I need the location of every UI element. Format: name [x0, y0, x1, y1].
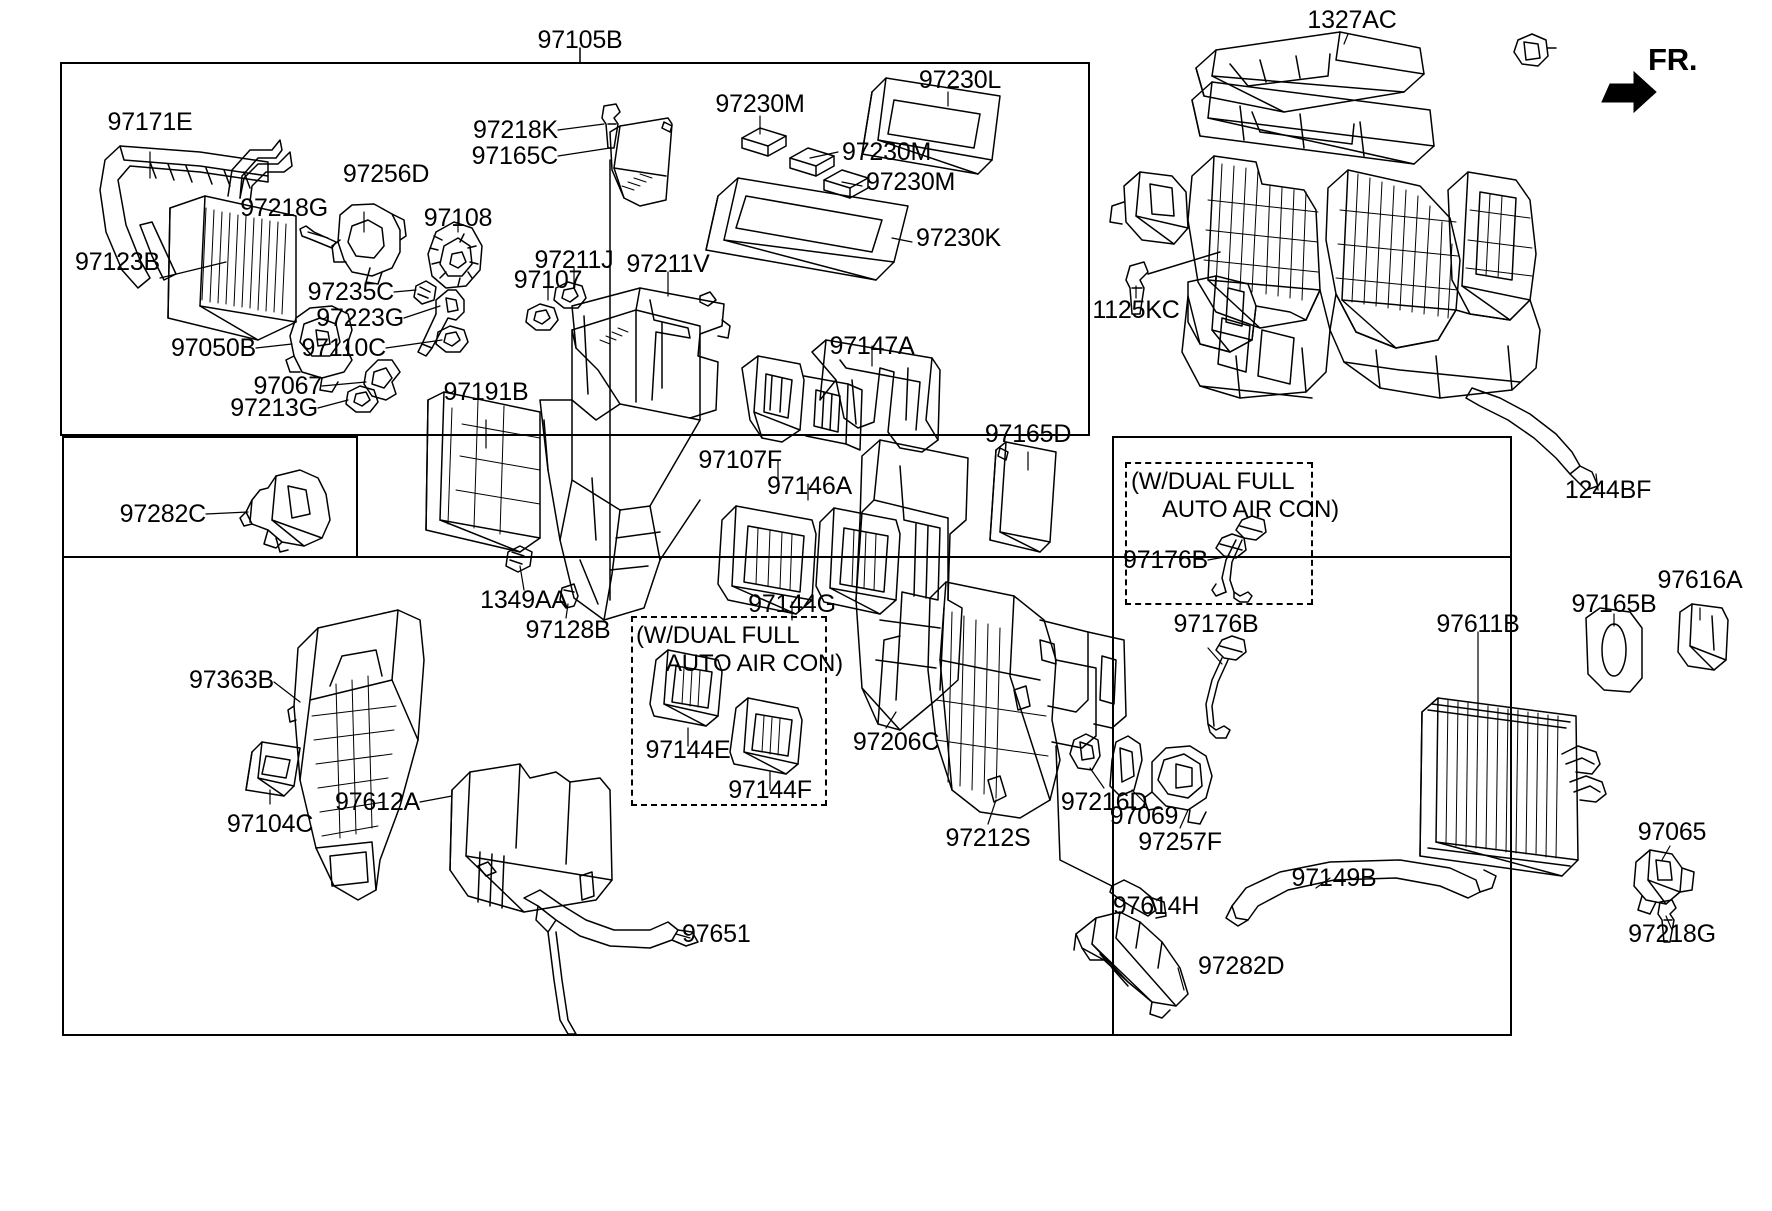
label-97230K: 97230K	[916, 224, 1001, 252]
label-1349AA: 1349AA	[480, 586, 568, 614]
label-97123B: 97123B	[75, 248, 160, 276]
label-97256D: 97256D	[342, 160, 430, 188]
orientation-label-fr: FR.	[1648, 42, 1698, 77]
label-97108: 97108	[423, 204, 493, 232]
label-97230L: 97230L	[918, 66, 1002, 94]
label-97165D: 97165D	[984, 420, 1072, 448]
label-97614H: 97614H	[1112, 892, 1200, 920]
label-97651: 97651	[682, 920, 751, 948]
label-97218G-bottom: 97218G	[1628, 920, 1716, 948]
dual-ac-note-center-line2: AUTO AIR CON)	[666, 650, 843, 677]
label-97104C: 97104C	[226, 810, 314, 838]
label-97363B: 97363B	[189, 666, 274, 694]
label-97128B: 97128B	[525, 616, 611, 644]
label-97110C: 97110C	[301, 334, 386, 362]
label-97191B: 97191B	[443, 378, 529, 406]
label-97050B: 97050B	[171, 334, 256, 362]
label-97218G-top: 97218G	[240, 194, 328, 222]
label-97067: 97067	[253, 372, 322, 400]
label-97065: 97065	[1637, 818, 1707, 846]
label-97176B-free: 97176B	[1173, 610, 1259, 638]
group-frame-right-lower	[1112, 436, 1512, 1036]
dual-ac-note-right-line2: AUTO AIR CON)	[1162, 496, 1339, 523]
label-97612A: 97612A	[335, 788, 420, 816]
label-97165B: 97165B	[1571, 590, 1657, 618]
label-1125KC: 1125KC	[1092, 296, 1180, 324]
label-97211V: 97211V	[626, 250, 710, 278]
label-97149B: 97149B	[1291, 864, 1377, 892]
label-97144G: 97144G	[748, 590, 836, 618]
label-1244BF: 1244BF	[1564, 476, 1652, 504]
label-97213G: 97213G	[230, 394, 318, 422]
label-97165C: 97165C	[471, 142, 559, 170]
label-97107F: 97107F	[698, 446, 782, 474]
label-97206C: 97206C	[852, 728, 940, 756]
label-97107: 97107	[513, 266, 583, 294]
label-97257F: 97257F	[1138, 828, 1222, 856]
label-97611B: 97611B	[1436, 610, 1520, 638]
label-1327AC: 1327AC	[1307, 6, 1397, 34]
label-97230M-b: 97230M	[842, 138, 932, 166]
dual-ac-box-center	[631, 616, 827, 806]
label-97144E: 97144E	[645, 736, 731, 764]
label-97212S: 97212S	[945, 824, 1031, 852]
front-direction-arrow-icon	[1601, 70, 1657, 114]
label-97223G: 97223G	[316, 304, 404, 332]
label-97282D: 97282D	[1198, 952, 1285, 980]
label-97235C: 97235C	[307, 278, 395, 306]
label-97146A: 97146A	[767, 472, 852, 500]
label-97176B-boxed: 97176B	[1123, 546, 1208, 574]
label-97144F: 97144F	[728, 776, 812, 804]
label-97616A: 97616A	[1657, 566, 1743, 594]
label-97216D: 97216D	[1060, 788, 1148, 816]
label-97147A: 97147A	[829, 332, 915, 360]
label-97230M-c: 97230M	[866, 168, 956, 196]
label-97171E: 97171E	[107, 108, 193, 136]
label-97069: 97069	[1109, 802, 1179, 830]
label-97218K: 97218K	[473, 116, 558, 144]
group-frame-main-upper	[60, 62, 1090, 436]
label-97105B: 97105B	[537, 26, 623, 54]
label-97211J: 97211J	[534, 246, 614, 274]
dual-ac-note-right-line1: (W/DUAL FULL	[1131, 468, 1295, 495]
dual-ac-box-right	[1125, 462, 1313, 605]
label-97230M-a: 97230M	[715, 90, 805, 118]
label-97282C: 97282C	[119, 500, 207, 528]
dual-ac-note-center-line1: (W/DUAL FULL	[636, 622, 800, 649]
